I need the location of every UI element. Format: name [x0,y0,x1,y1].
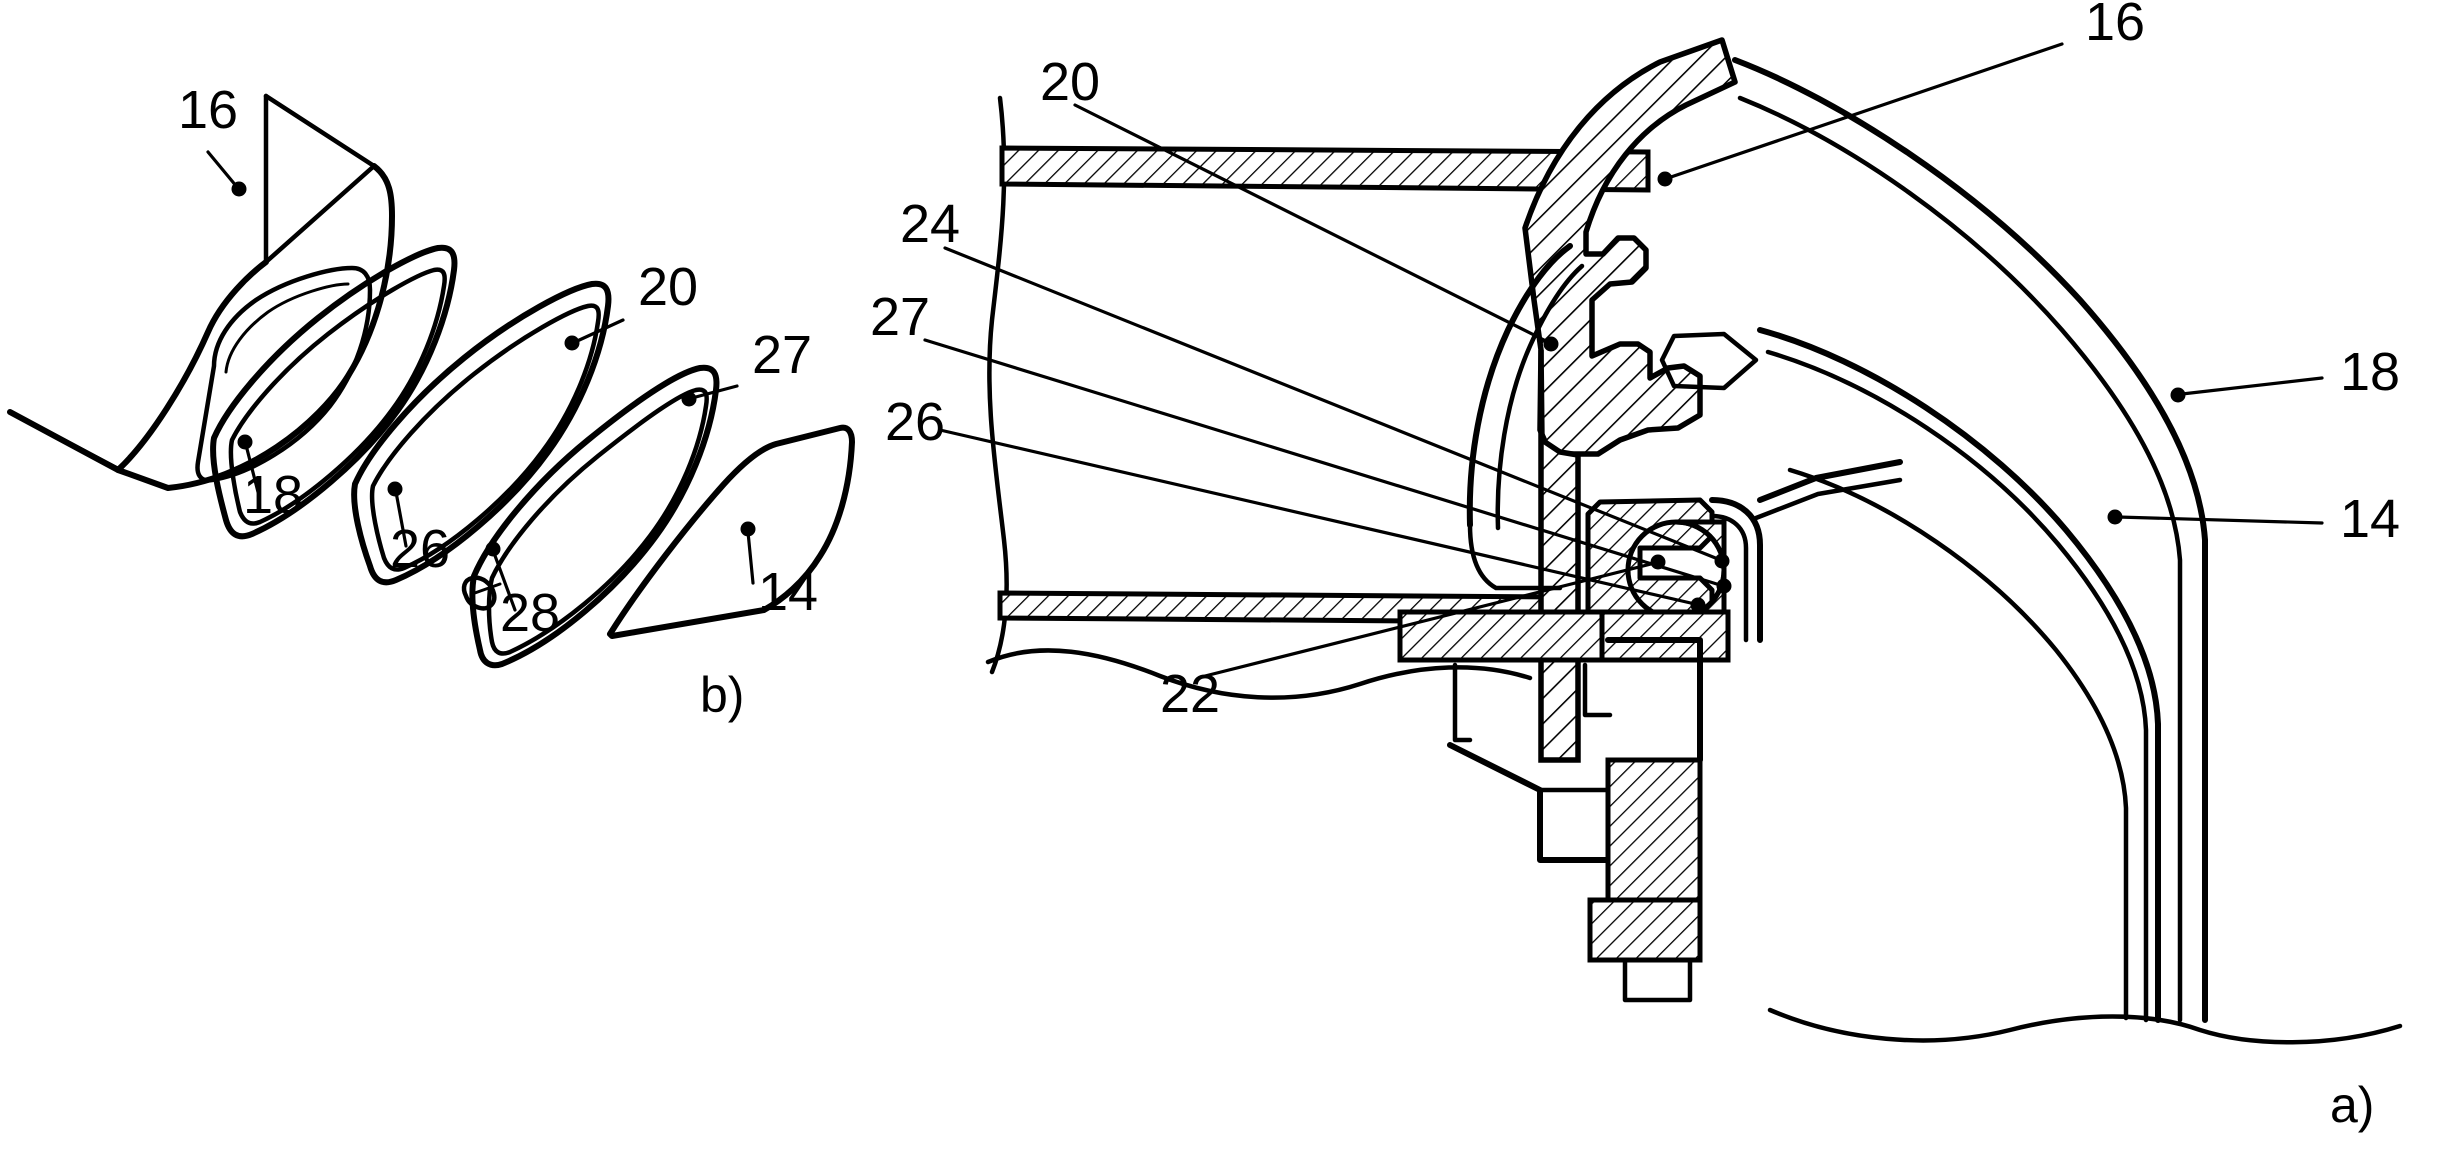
mounting-foot-22 [1447,637,1703,1003]
lower-bracket [1397,609,1731,663]
layer-seal-ring-18 [210,244,458,540]
ref-number-20-panel-a: 20 [1040,52,1100,112]
layer-glass-pane-14 [607,424,855,639]
inner-seal-lip-20 [1466,243,1585,591]
leader-dot-26-b [387,481,403,497]
upper-flange-hatched [999,145,1651,193]
ref-number-18-panel-a: 18 [2340,342,2400,402]
ref-number-26-panel-b: 26 [390,519,450,579]
panel-a-cross-section: 16 20 24 27 26 18 14 22 a) [870,0,2403,1133]
leader-dot-18-a [2170,387,2186,403]
ref-number-26-panel-a: 26 [885,392,945,452]
ref-number-22-panel-a: 22 [1160,664,1220,724]
leader-dot-18-b [237,434,253,450]
leader-dot-27-b [681,391,697,407]
fastener-body-22 [1605,757,1703,923]
figure-caption-b: b) [700,667,744,723]
ref-number-16-panel-a: 16 [2085,0,2145,52]
leader-dot-26-a [1690,597,1706,613]
ref-number-28-panel-b: 28 [500,583,560,643]
lower-bracket-hatched-right [1599,609,1731,663]
leader-dot-14-b [740,521,756,537]
glass-and-seal-contours-right [1732,57,2403,1045]
panel-b-exploded-view: 16 18 26 28 20 27 14 b) [7,80,855,723]
fastener-base-22 [1587,897,1703,963]
washer-detail-24 [1659,331,1759,391]
layer-seal-ring-26 [351,280,612,586]
ref-number-14-panel-b: 14 [758,562,818,622]
layer-seal-ring-20 [461,364,720,669]
leader-dot-22-a [1650,554,1666,570]
ref-number-27-panel-a: 27 [870,287,930,347]
leader-dot-16-b [231,181,247,197]
panel-a-leader-lines [923,42,2324,678]
leader-dot-27-a [1716,578,1732,594]
leader-dot-20-b [564,335,580,351]
pillar-trim-hatched [1522,37,1738,457]
panel-b-leader-lines [206,150,756,612]
ref-number-27-panel-b: 27 [752,325,812,385]
leader-dot-24-a [1714,553,1730,569]
upper-body-flange [999,145,1651,193]
leader-dot-14-a [2107,509,2123,525]
leader-dot-20-a [1543,336,1559,352]
ref-number-24-panel-a: 24 [900,194,960,254]
figure-caption-a: a) [2330,1077,2374,1133]
ref-number-14-panel-a: 14 [2340,489,2400,549]
ref-number-18-panel-b: 18 [243,465,303,525]
ref-number-20-panel-b: 20 [638,257,698,317]
ref-number-16-panel-b: 16 [178,80,238,140]
leader-dot-16-a [1657,171,1673,187]
leader-dot-28-b [485,541,501,557]
